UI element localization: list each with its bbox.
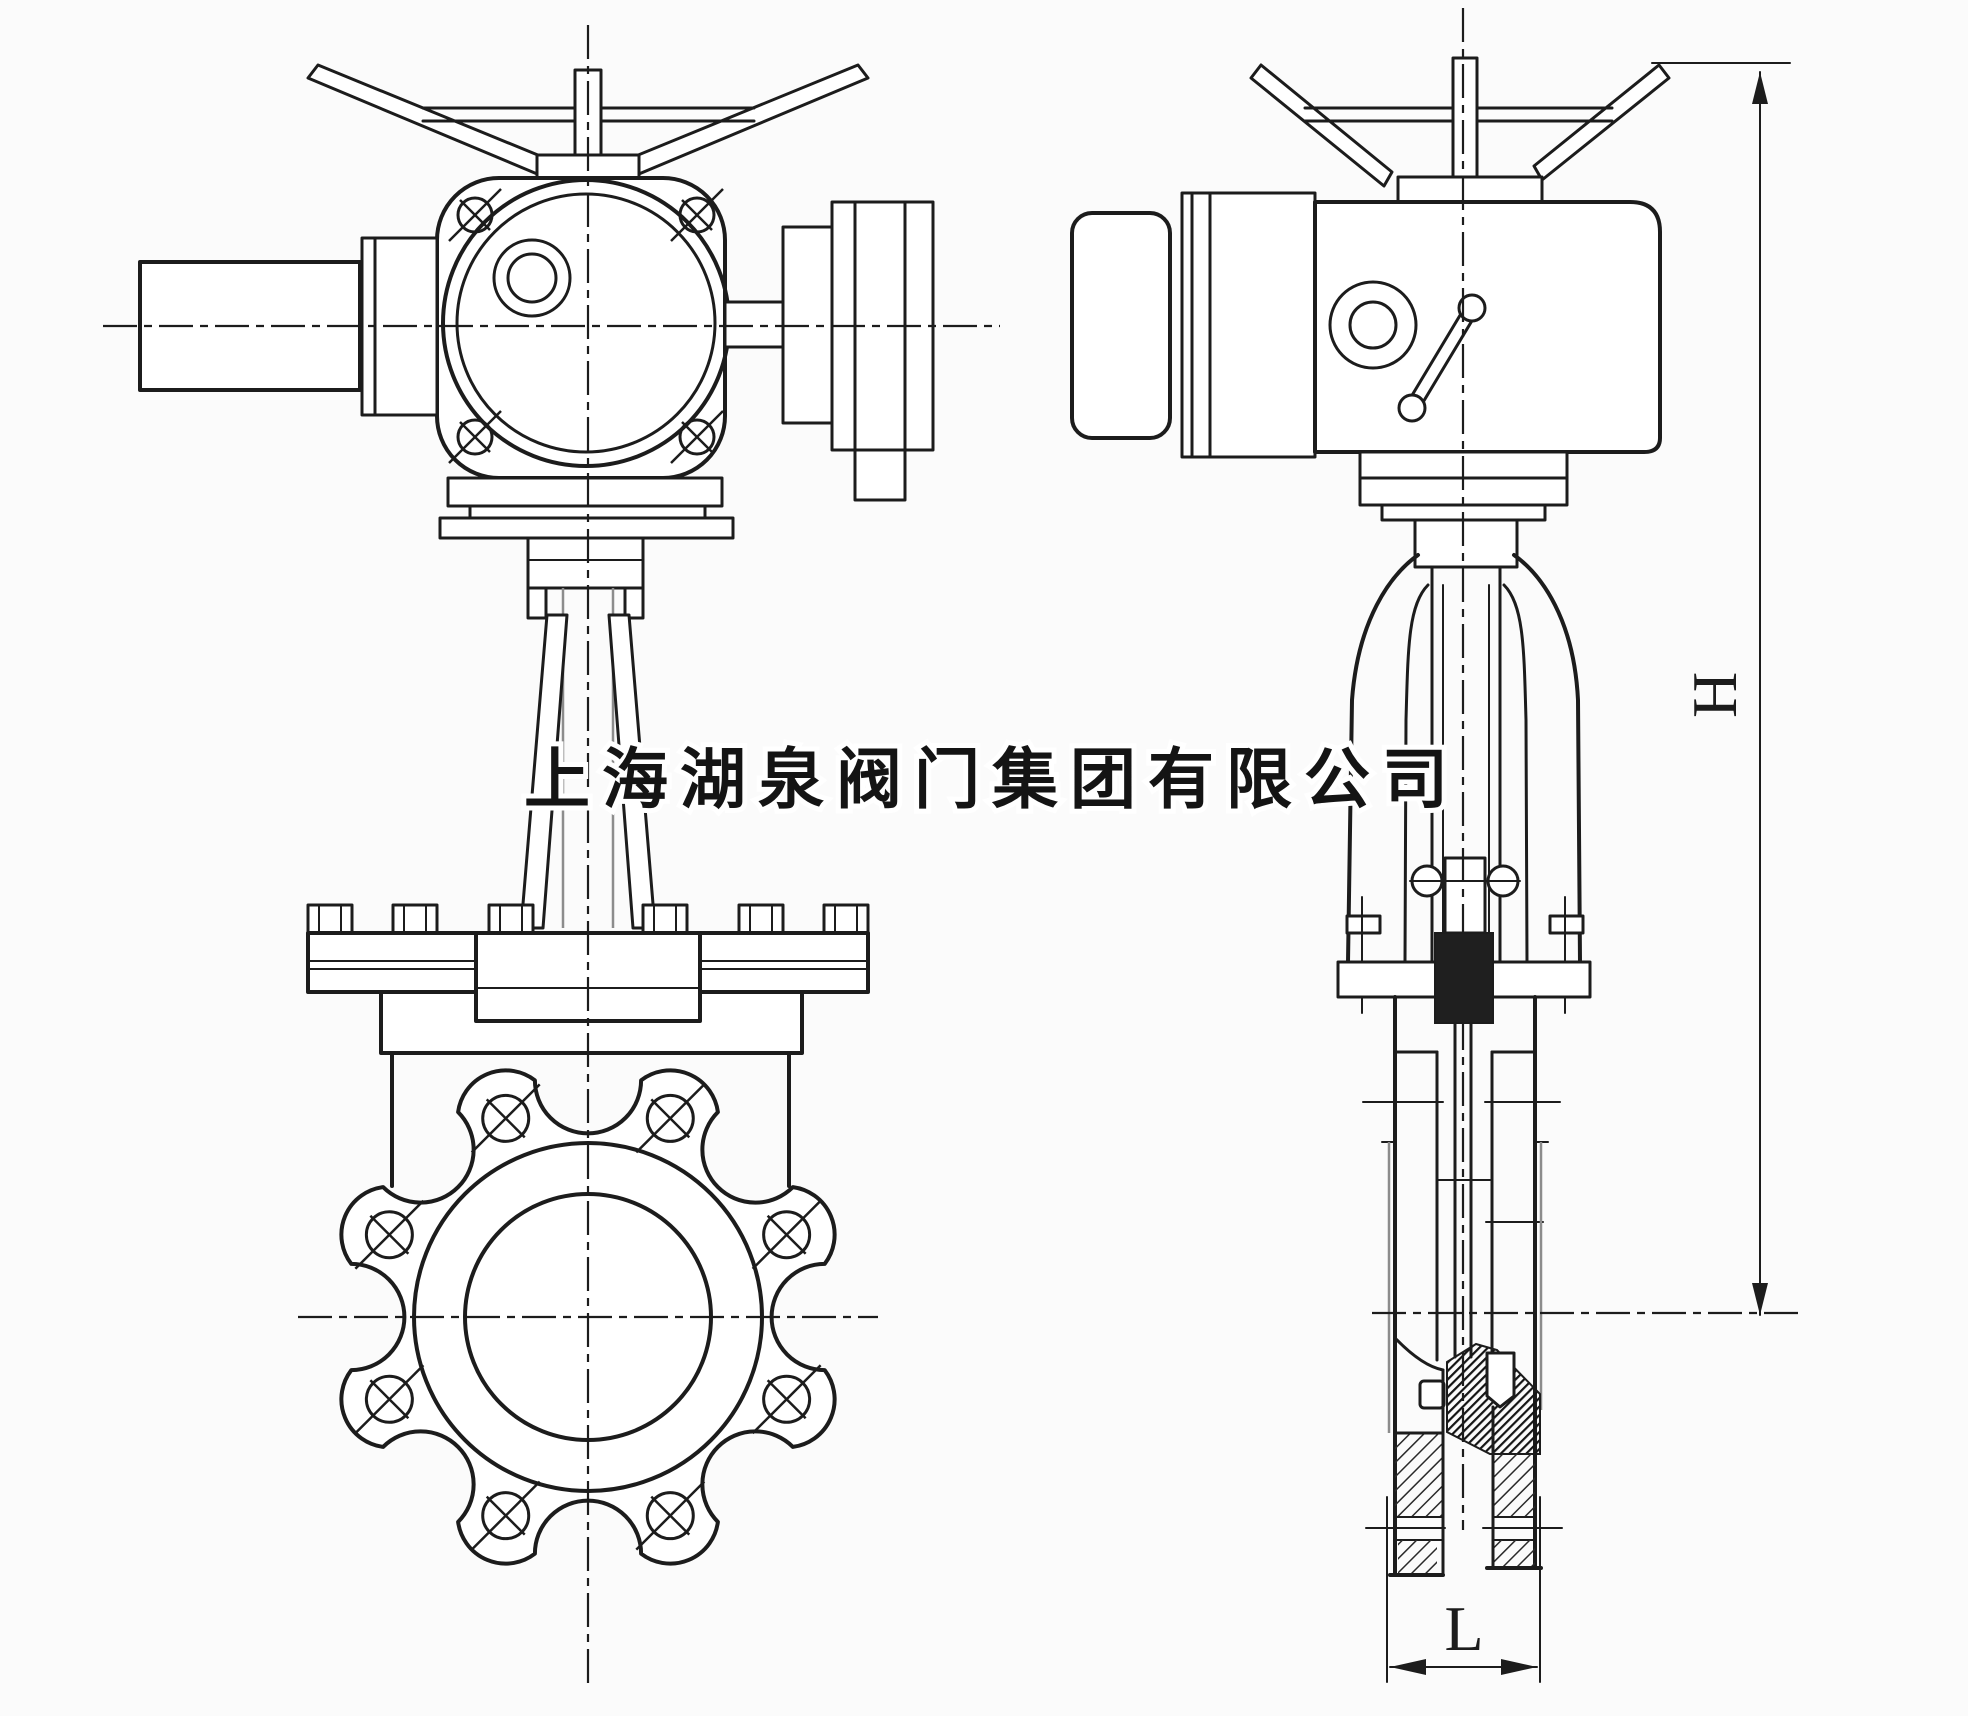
flange-section-left-lower <box>1398 1540 1437 1575</box>
bolt-hole-mark <box>762 1210 812 1260</box>
bolt-hole-mark <box>762 1374 812 1424</box>
dimension-l: L <box>1386 1496 1541 1683</box>
side-port-inner <box>1348 300 1398 350</box>
plate-bolt-head <box>306 903 354 935</box>
indicator-window-outer <box>492 238 572 318</box>
yoke-leg-left <box>519 613 569 930</box>
bolt-hole-mark <box>485 1098 526 1139</box>
yoke-leg-inner-left <box>1403 583 1430 964</box>
h-label: H <box>1679 672 1750 718</box>
side-yoke <box>1346 518 1582 964</box>
actuator-corner-bolts <box>448 188 724 464</box>
side-motor-flange <box>1180 191 1212 459</box>
side-view: H L <box>1070 8 1798 1683</box>
indicator-window-inner <box>506 252 558 304</box>
yoke-leg-inner-right <box>1502 583 1529 964</box>
flange-section-right <box>1493 1454 1535 1517</box>
l-label: L <box>1444 1593 1483 1664</box>
watermark-text: 上海湖泉阀门集团有限公司 <box>524 741 1460 818</box>
bolt-hole-mark <box>645 1093 695 1143</box>
side-gearbox <box>1208 191 1317 459</box>
bolt-hole-mark <box>364 1374 414 1424</box>
declutch-lever-knob <box>1397 393 1427 423</box>
front-yoke <box>519 586 657 930</box>
flange-section-right-lower <box>1493 1540 1535 1568</box>
bolt-hole-mark <box>766 1214 807 1255</box>
plate-bolt-head <box>391 903 439 935</box>
h-arrow-up <box>1752 72 1768 104</box>
bolt-hole-mark <box>645 1491 695 1541</box>
l-arrow-left <box>1390 1659 1426 1675</box>
stem-clamp-body <box>1443 856 1487 935</box>
bolt-hole-mark <box>681 199 713 231</box>
yoke-neck-block <box>526 536 645 590</box>
h-arrow-down <box>1752 1283 1768 1315</box>
bolt-hole-mark <box>369 1379 410 1420</box>
bolt-hole-mark <box>459 421 491 453</box>
side-motor-box <box>1070 211 1172 440</box>
bolt-hole-mark <box>364 1210 414 1260</box>
side-yoke-top-block <box>1413 518 1519 569</box>
plate-bolt-head <box>737 903 785 935</box>
side-stem-nut-hub <box>1396 175 1544 205</box>
plate-bolt-head <box>487 903 535 935</box>
seat-curve <box>1393 1336 1445 1372</box>
front-handwheel <box>306 63 870 180</box>
bolt-hole-mark <box>650 1098 691 1139</box>
bolt-hole-mark <box>369 1214 410 1255</box>
mounting-adapter-plate <box>438 516 735 540</box>
bolt-hole-mark <box>678 418 716 456</box>
bolt-hole-mark <box>650 1495 691 1536</box>
declutch-hub-tab <box>853 448 907 502</box>
front-actuator <box>435 176 735 590</box>
declutch-shaft <box>723 300 785 349</box>
plate-bolt-head <box>822 903 870 935</box>
side-handwheel-left-spoke <box>1249 63 1394 188</box>
bolt-hole-mark <box>681 421 713 453</box>
yoke-leg-outer-right <box>1512 553 1582 964</box>
actuator-base-band <box>446 476 724 508</box>
l-arrow-right <box>1501 1659 1537 1675</box>
seat-insert <box>1485 1351 1516 1409</box>
leg-bracket-right <box>1548 914 1585 935</box>
bolt-hole-mark <box>766 1379 807 1420</box>
side-actuator-housing <box>1313 200 1662 454</box>
flange-plate-bolts <box>306 903 870 935</box>
leg-bracket-left <box>1345 914 1382 935</box>
bolt-hole-mark <box>485 1495 526 1536</box>
bolt-hole-mark <box>456 418 494 456</box>
yoke-shoulder-right <box>623 586 645 620</box>
bolt-hole-mark <box>459 199 491 231</box>
bolt-hole-mark <box>481 1491 531 1541</box>
dimension-h: H <box>1651 62 1791 1316</box>
packing-gland-black <box>1434 932 1494 1024</box>
side-port-outer <box>1328 280 1418 370</box>
bolt-hole-mark <box>678 196 716 234</box>
front-view <box>103 25 1000 1690</box>
plate-bolt-head <box>641 903 689 935</box>
declutch-lever-pivot <box>1457 293 1487 323</box>
seat-retainer <box>1418 1379 1446 1410</box>
side-handwheel <box>1249 56 1671 205</box>
lug-flange-bolt-holes <box>354 1083 822 1551</box>
bolt-hole-mark <box>456 196 494 234</box>
bolt-hole-mark <box>481 1093 531 1143</box>
yoke-leg-outer-left <box>1346 553 1420 964</box>
side-flange-section <box>1365 1336 1563 1577</box>
side-stem <box>1451 56 1479 179</box>
actuator-gear-cover-inner <box>455 192 717 454</box>
front-declutch-handwheel <box>723 200 935 502</box>
flange-section-left <box>1395 1433 1443 1517</box>
yoke-shoulder-left <box>526 586 548 620</box>
side-actuator <box>1070 191 1662 522</box>
